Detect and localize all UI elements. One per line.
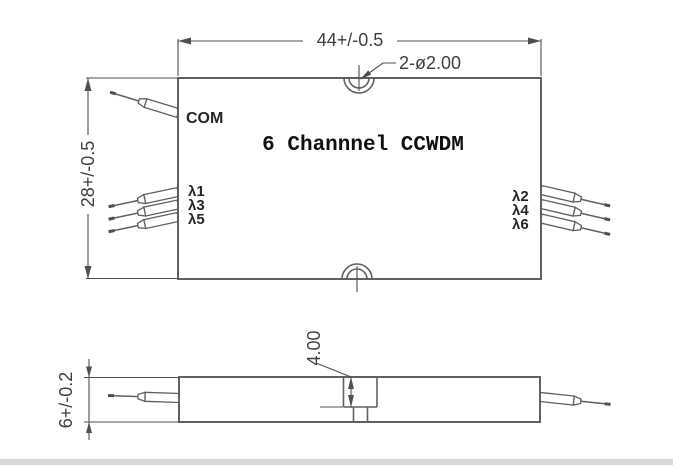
hole-callout-text: 2-ø2.00 <box>399 53 461 73</box>
width-dimension-text: 44+/-0.5 <box>317 30 384 50</box>
port-label-lambda5: λ5 <box>188 211 205 228</box>
side-view-right-pigtail <box>538 391 613 411</box>
drawing-title: 6 Channnel CCWDM <box>262 134 464 157</box>
port-label-lambda1: λ1 <box>188 183 205 200</box>
port-label-lambda4: λ4 <box>512 202 529 219</box>
page-bottom-strip <box>0 459 673 465</box>
counterbore-feature <box>342 377 378 408</box>
side-view-housing-outline <box>178 376 541 423</box>
port-label-lambda6: λ6 <box>512 216 529 233</box>
side-view-left-pigtail <box>106 389 181 404</box>
top-view: 44+/-0.5 2-ø2.00 28+/-0.5 6 Channnel CCW… <box>78 30 613 292</box>
top-mounting-hole <box>343 65 375 94</box>
side-view: 6+/-0.2 4.00 <box>56 330 613 440</box>
thickness-dimension: 6+/-0.2 <box>56 359 179 440</box>
ccwdm-housing-outline <box>177 77 542 280</box>
port-label-lambda2: λ2 <box>512 188 529 205</box>
boss-depth-dimension-text: 4.00 <box>304 330 324 365</box>
through-hole-feature <box>352 407 369 422</box>
boss-depth-dimension: 4.00 <box>304 330 354 408</box>
thickness-dimension-text: 6+/-0.2 <box>56 372 76 429</box>
com-fiber-pigtail <box>107 86 181 119</box>
port-label-lambda3: λ3 <box>188 197 205 214</box>
bottom-mounting-hole <box>341 263 373 292</box>
height-dimension-text: 28+/-0.5 <box>78 141 98 208</box>
com-port-label: COM <box>186 110 223 127</box>
hole-callout: 2-ø2.00 <box>360 53 461 80</box>
width-dimension: 44+/-0.5 <box>177 30 542 76</box>
height-dimension: 28+/-0.5 <box>78 77 178 280</box>
